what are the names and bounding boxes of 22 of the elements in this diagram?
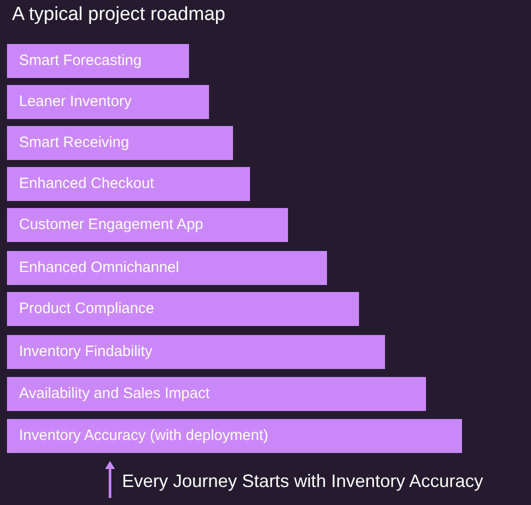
roadmap-bar [7, 167, 250, 201]
roadmap-bar [7, 419, 462, 453]
bar-label: Smart Forecasting [19, 50, 142, 71]
bar-label: Inventory Findability [19, 342, 152, 362]
roadmap-bar [7, 251, 327, 285]
roadmap-bar [7, 85, 209, 119]
bar-label: Enhanced Omnichannel [19, 258, 180, 278]
footer-note: Every Journey Starts with Inventory Accuracy [122, 470, 484, 493]
roadmap-bar [7, 377, 426, 411]
roadmap-bar [7, 126, 233, 160]
bar-label: Product Compliance [19, 298, 154, 319]
roadmap-bar [7, 208, 288, 242]
title: A typical project roadmap [12, 3, 226, 27]
bar-label: Availability and Sales Impact [19, 384, 210, 404]
bar-label: Smart Receiving [19, 132, 130, 153]
bar-label: Leaner Inventory [19, 92, 132, 112]
roadmap-bar [7, 335, 385, 369]
bar-label: Enhanced Checkout [19, 174, 154, 194]
roadmap-bar [7, 44, 189, 78]
bar-label: Inventory Accuracy (with deployment) [19, 426, 268, 446]
bar-label: Customer Engagement App [19, 214, 204, 235]
roadmap-bar [7, 292, 359, 326]
